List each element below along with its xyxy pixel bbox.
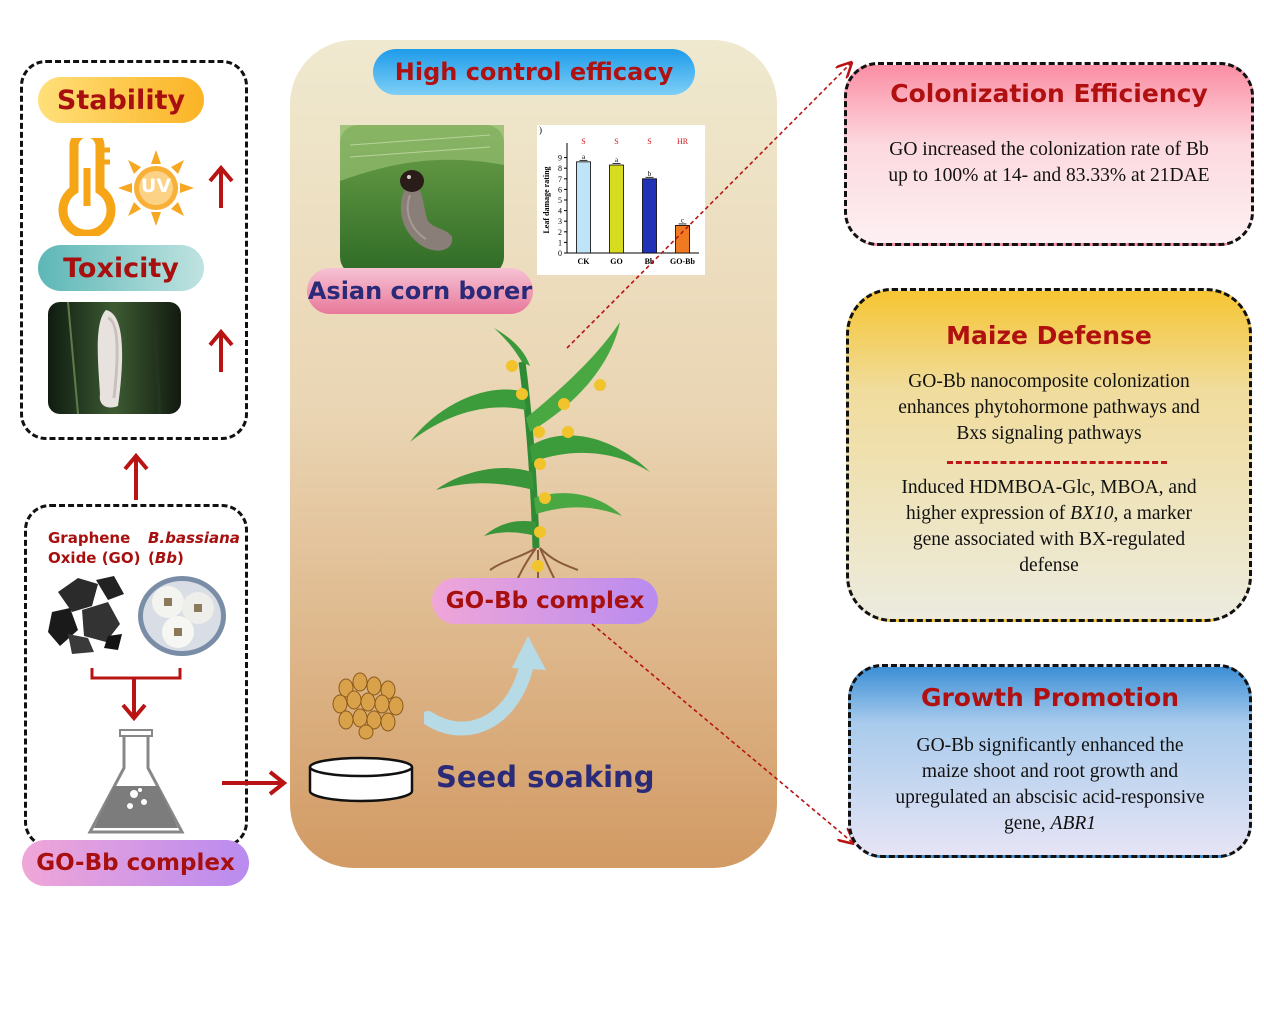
chart-bar [675, 225, 690, 254]
increase-arrow-icon [208, 328, 234, 372]
chart-category-label: GO [610, 257, 622, 266]
chart-bar [576, 161, 591, 254]
combine-bracket-arrow [90, 668, 182, 722]
properties-box [20, 60, 248, 440]
right-arrow-icon [222, 770, 288, 796]
maize-defense-text-a: GO-Bb nanocomposite colonization enhance… [898, 371, 1200, 444]
high-control-efficacy-header: High control efficacy [373, 49, 695, 95]
graphene-oxide-label: Graphene Oxide (GO) [48, 529, 141, 567]
chart-significance-letter: a [615, 156, 619, 164]
maize-defense-card: Maize Defense GO-Bb nanocomposite coloni… [846, 288, 1252, 622]
colonization-card: Colonization Efficiency GO increased the… [844, 62, 1254, 246]
maize-defense-text-b: Induced HDMBOA-Glc, MBOA, and higher exp… [901, 477, 1197, 576]
petri-dish-icon [308, 756, 414, 803]
chart-significance-letter: c [681, 216, 684, 224]
flask-icon [87, 729, 185, 834]
chart-y-tick-label: 6 [558, 185, 562, 194]
toxicity-label: Toxicity [38, 245, 204, 291]
seed-soaking-label: Seed soaking [436, 760, 655, 794]
chart-y-tick-label: 9 [558, 154, 562, 163]
chart-y-tick-label: 8 [558, 164, 562, 173]
growth-promotion-card: Growth Promotion GO-Bb significantly enh… [848, 664, 1252, 858]
up-arrow-icon [123, 452, 149, 500]
chart-panel-mark: ) [539, 125, 542, 135]
colonization-title: Colonization Efficiency [890, 79, 1208, 108]
bbassiana-label: B.bassiana (Bb) [148, 529, 240, 567]
chart-category-label: CK [578, 257, 591, 266]
chart-resistance-label: HR [677, 137, 689, 146]
chart-bar [642, 178, 657, 254]
stability-label: Stability [38, 77, 204, 123]
growth-promotion-text: GO-Bb significantly enhanced the maize s… [895, 735, 1205, 834]
graphene-oxide-flakes [48, 576, 124, 654]
chart-y-axis-label: Leaf damage rating [542, 166, 551, 233]
chart-y-tick-label: 7 [558, 175, 562, 184]
go-bb-complex-label: GO-Bb complex [22, 840, 249, 886]
chart-significance-letter: a [582, 153, 586, 161]
corn-borer-photo [340, 125, 504, 275]
chart-resistance-label: S [581, 137, 585, 146]
fungus-petri-dish [138, 576, 226, 656]
chart-significance-letter: b [648, 170, 652, 178]
chart-category-label: Bb [645, 257, 655, 266]
colonization-text: GO increased the colonization rate of Bb… [888, 139, 1210, 186]
curved-arrow-icon [424, 636, 546, 736]
corn-seeds-icon [332, 672, 404, 740]
maize-plant-illustration [410, 322, 650, 579]
infected-larva-photo [48, 302, 181, 414]
chart-y-tick-label: 5 [558, 196, 562, 205]
chart-y-tick-label: 0 [558, 249, 562, 258]
chart-resistance-label: S [614, 137, 618, 146]
chart-y-tick-label: 4 [558, 207, 562, 216]
chart-bar [609, 164, 624, 254]
divider-dashes [947, 461, 1167, 464]
uv-label: UV [140, 175, 172, 197]
increase-arrow-icon [208, 164, 234, 208]
chart-category-label: GO-Bb [670, 257, 695, 266]
center-go-bb-complex-label: GO-Bb complex [432, 578, 658, 624]
chart-resistance-label: S [647, 137, 651, 146]
chart-y-tick-label: 1 [558, 238, 562, 247]
chart-y-tick-label: 3 [558, 217, 562, 226]
uv-sun-icon [118, 150, 194, 226]
maize-defense-title: Maize Defense [946, 321, 1152, 350]
growth-promotion-title: Growth Promotion [920, 683, 1180, 712]
thermometer-icon [58, 138, 116, 236]
chart-y-tick-label: 2 [558, 228, 562, 237]
asian-corn-borer-label: Asian corn borer [307, 268, 533, 314]
